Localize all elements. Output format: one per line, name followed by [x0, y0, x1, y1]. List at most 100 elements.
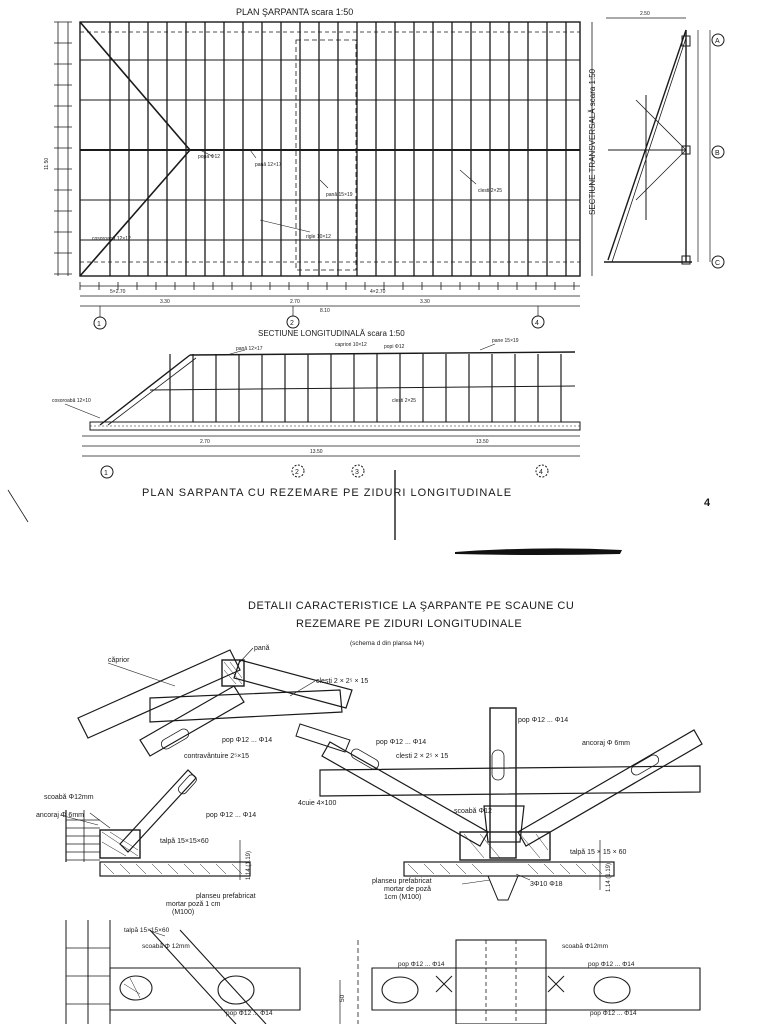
- slot-oval: [350, 748, 380, 770]
- label-cosoroaba: cosoroabă 12×12: [92, 236, 131, 242]
- label-ancoraj-right: ancoraj Φ 6mm: [582, 740, 630, 747]
- detail-post-node: [319, 707, 703, 901]
- label-scoaba-mid: scoabă Φ12: [454, 808, 492, 815]
- hip-line: [79, 21, 191, 151]
- purlin-section: [681, 145, 691, 155]
- slot-oval: [177, 774, 197, 795]
- label-pop-bl: pop Φ12 ... Φ14: [226, 1010, 273, 1017]
- brace: [635, 99, 687, 151]
- dim-5x270: 5×2.70: [110, 289, 126, 295]
- label-caprior: căprior: [108, 657, 130, 664]
- axis-marker: [351, 464, 365, 478]
- axis-c: C: [715, 260, 720, 267]
- axis-marker: [291, 464, 305, 478]
- brace: [635, 149, 687, 201]
- leader-line: [479, 343, 496, 351]
- dim-4x270: 4×2.70: [370, 289, 386, 295]
- talpa-hatch: [101, 831, 139, 857]
- section-long-title: SECTIUNE LONGITUDINALĂ scara 1:50: [258, 329, 405, 338]
- label-pop-mid: pop Φ12 ... Φ14: [376, 739, 426, 746]
- axis-4: 4: [535, 320, 539, 327]
- dim-810: 8.10: [320, 308, 330, 314]
- leader-line: [239, 647, 254, 663]
- leader-line: [259, 219, 311, 233]
- dim-v-left: 1.14 (1.19): [246, 851, 252, 880]
- long-dim-270: 2.70: [200, 439, 210, 445]
- label-cuie: 4cuie 4×100: [298, 800, 336, 807]
- talpa-hatch: [463, 833, 549, 859]
- detail-title-line1: DETALII CARACTERISTICE LA ŞARPANTE PE SC…: [248, 600, 574, 612]
- plan-sarpanta: [54, 21, 593, 330]
- slab-prefab: [99, 861, 251, 877]
- leader-line: [289, 680, 316, 697]
- label-scoaba-br: scoabă Φ12mm: [562, 943, 608, 950]
- label-pana-15: pană 15×19: [326, 192, 353, 198]
- ridge-purlin: [189, 351, 576, 356]
- label-pop-left: pop Φ12 ... Φ14: [222, 737, 272, 744]
- label-planseu-right: planseu prefabricat: [372, 878, 432, 885]
- leader-line: [515, 873, 531, 881]
- label-rigle: rigle 10×12: [306, 234, 331, 240]
- axis-marker: [711, 255, 725, 269]
- plan-bottom-ticks: [79, 282, 575, 290]
- pop-oval: [381, 976, 419, 1004]
- central-post: [489, 707, 517, 859]
- diag-members: [149, 929, 267, 1024]
- leader-line: [199, 149, 213, 157]
- hip-line: [79, 149, 191, 277]
- leader-line: [149, 930, 166, 937]
- scan-blotch: [455, 548, 622, 555]
- slab-prefab-right: [403, 861, 615, 877]
- plan-caption: PLAN SARPANTA CU REZEMARE PE ZIDURI LONG…: [142, 487, 512, 499]
- dim-top-250: 2.50: [640, 11, 650, 17]
- label-popa: popa Φ12: [198, 154, 220, 160]
- axis-marker: [711, 33, 725, 47]
- long-axis-2: 2: [295, 469, 299, 476]
- talpa-block: [99, 829, 141, 859]
- long-dim-1350b: 13.50: [476, 439, 489, 445]
- label-clesti: clesti 2×25: [478, 188, 502, 194]
- clesti-board-right: [319, 765, 701, 797]
- detail-plan-left: [65, 920, 301, 1024]
- dim-v-right: 1.14 (1.19): [606, 863, 612, 892]
- slab-hatch: [103, 863, 243, 875]
- board-plan-right: [371, 967, 701, 1011]
- axis-marker: [100, 465, 114, 479]
- slot-oval: [491, 749, 505, 781]
- long-axis-1: 1: [104, 470, 108, 477]
- pop-oval: [217, 975, 255, 1005]
- leader-line: [229, 349, 246, 355]
- hip-rafter: [99, 354, 191, 426]
- pop-oval: [593, 976, 631, 1004]
- dim-1150: 11.50: [44, 158, 50, 170]
- label-mortar-left: mortar poză 1 cm: [166, 901, 221, 908]
- label-contravantuire: contravântuire 2⁵×15: [184, 753, 249, 760]
- detail-plan-right: [339, 939, 701, 1024]
- label-pop-br: pop Φ12 ... Φ14: [588, 961, 635, 968]
- label-clesti-left: clesti 2 × 2⁵ × 15: [316, 678, 368, 685]
- long-label-pana: pană 12×17: [236, 346, 263, 352]
- dim-330: 3.30: [160, 299, 170, 305]
- leader-line: [459, 169, 477, 185]
- label-m100-right: 1cm (M100): [384, 894, 421, 901]
- long-label-pane: pane 15×19: [492, 338, 519, 344]
- detail-wall-support: [59, 769, 251, 880]
- talpa-right: [459, 831, 551, 861]
- long-label-popi: popi Φ12: [384, 344, 405, 350]
- label-scoaba-12: scoabă Φ12mm: [44, 794, 94, 801]
- rafter-left: [607, 29, 687, 261]
- oval-hatch: [123, 977, 141, 999]
- board-plan: [109, 967, 301, 1011]
- label-pop-bm: pop Φ12 ... Φ14: [398, 961, 445, 968]
- post-plan: [455, 939, 547, 1024]
- leader-line: [461, 879, 491, 885]
- label-pana: pană 12×17: [255, 162, 282, 168]
- label-pop-br2: pop Φ12 ... Φ14: [590, 1010, 637, 1017]
- label-pop-right-top: pop Φ12 ... Φ14: [518, 717, 568, 724]
- axis-1: 1: [97, 321, 101, 328]
- purlin-hatch: [223, 661, 243, 685]
- section-trans-title: SECTIUNE TRANSVERSALĂ scara 1:50: [588, 68, 597, 215]
- axis-b: B: [715, 150, 720, 157]
- long-label-cosoroaba: cosoroabă 12×10: [52, 398, 91, 404]
